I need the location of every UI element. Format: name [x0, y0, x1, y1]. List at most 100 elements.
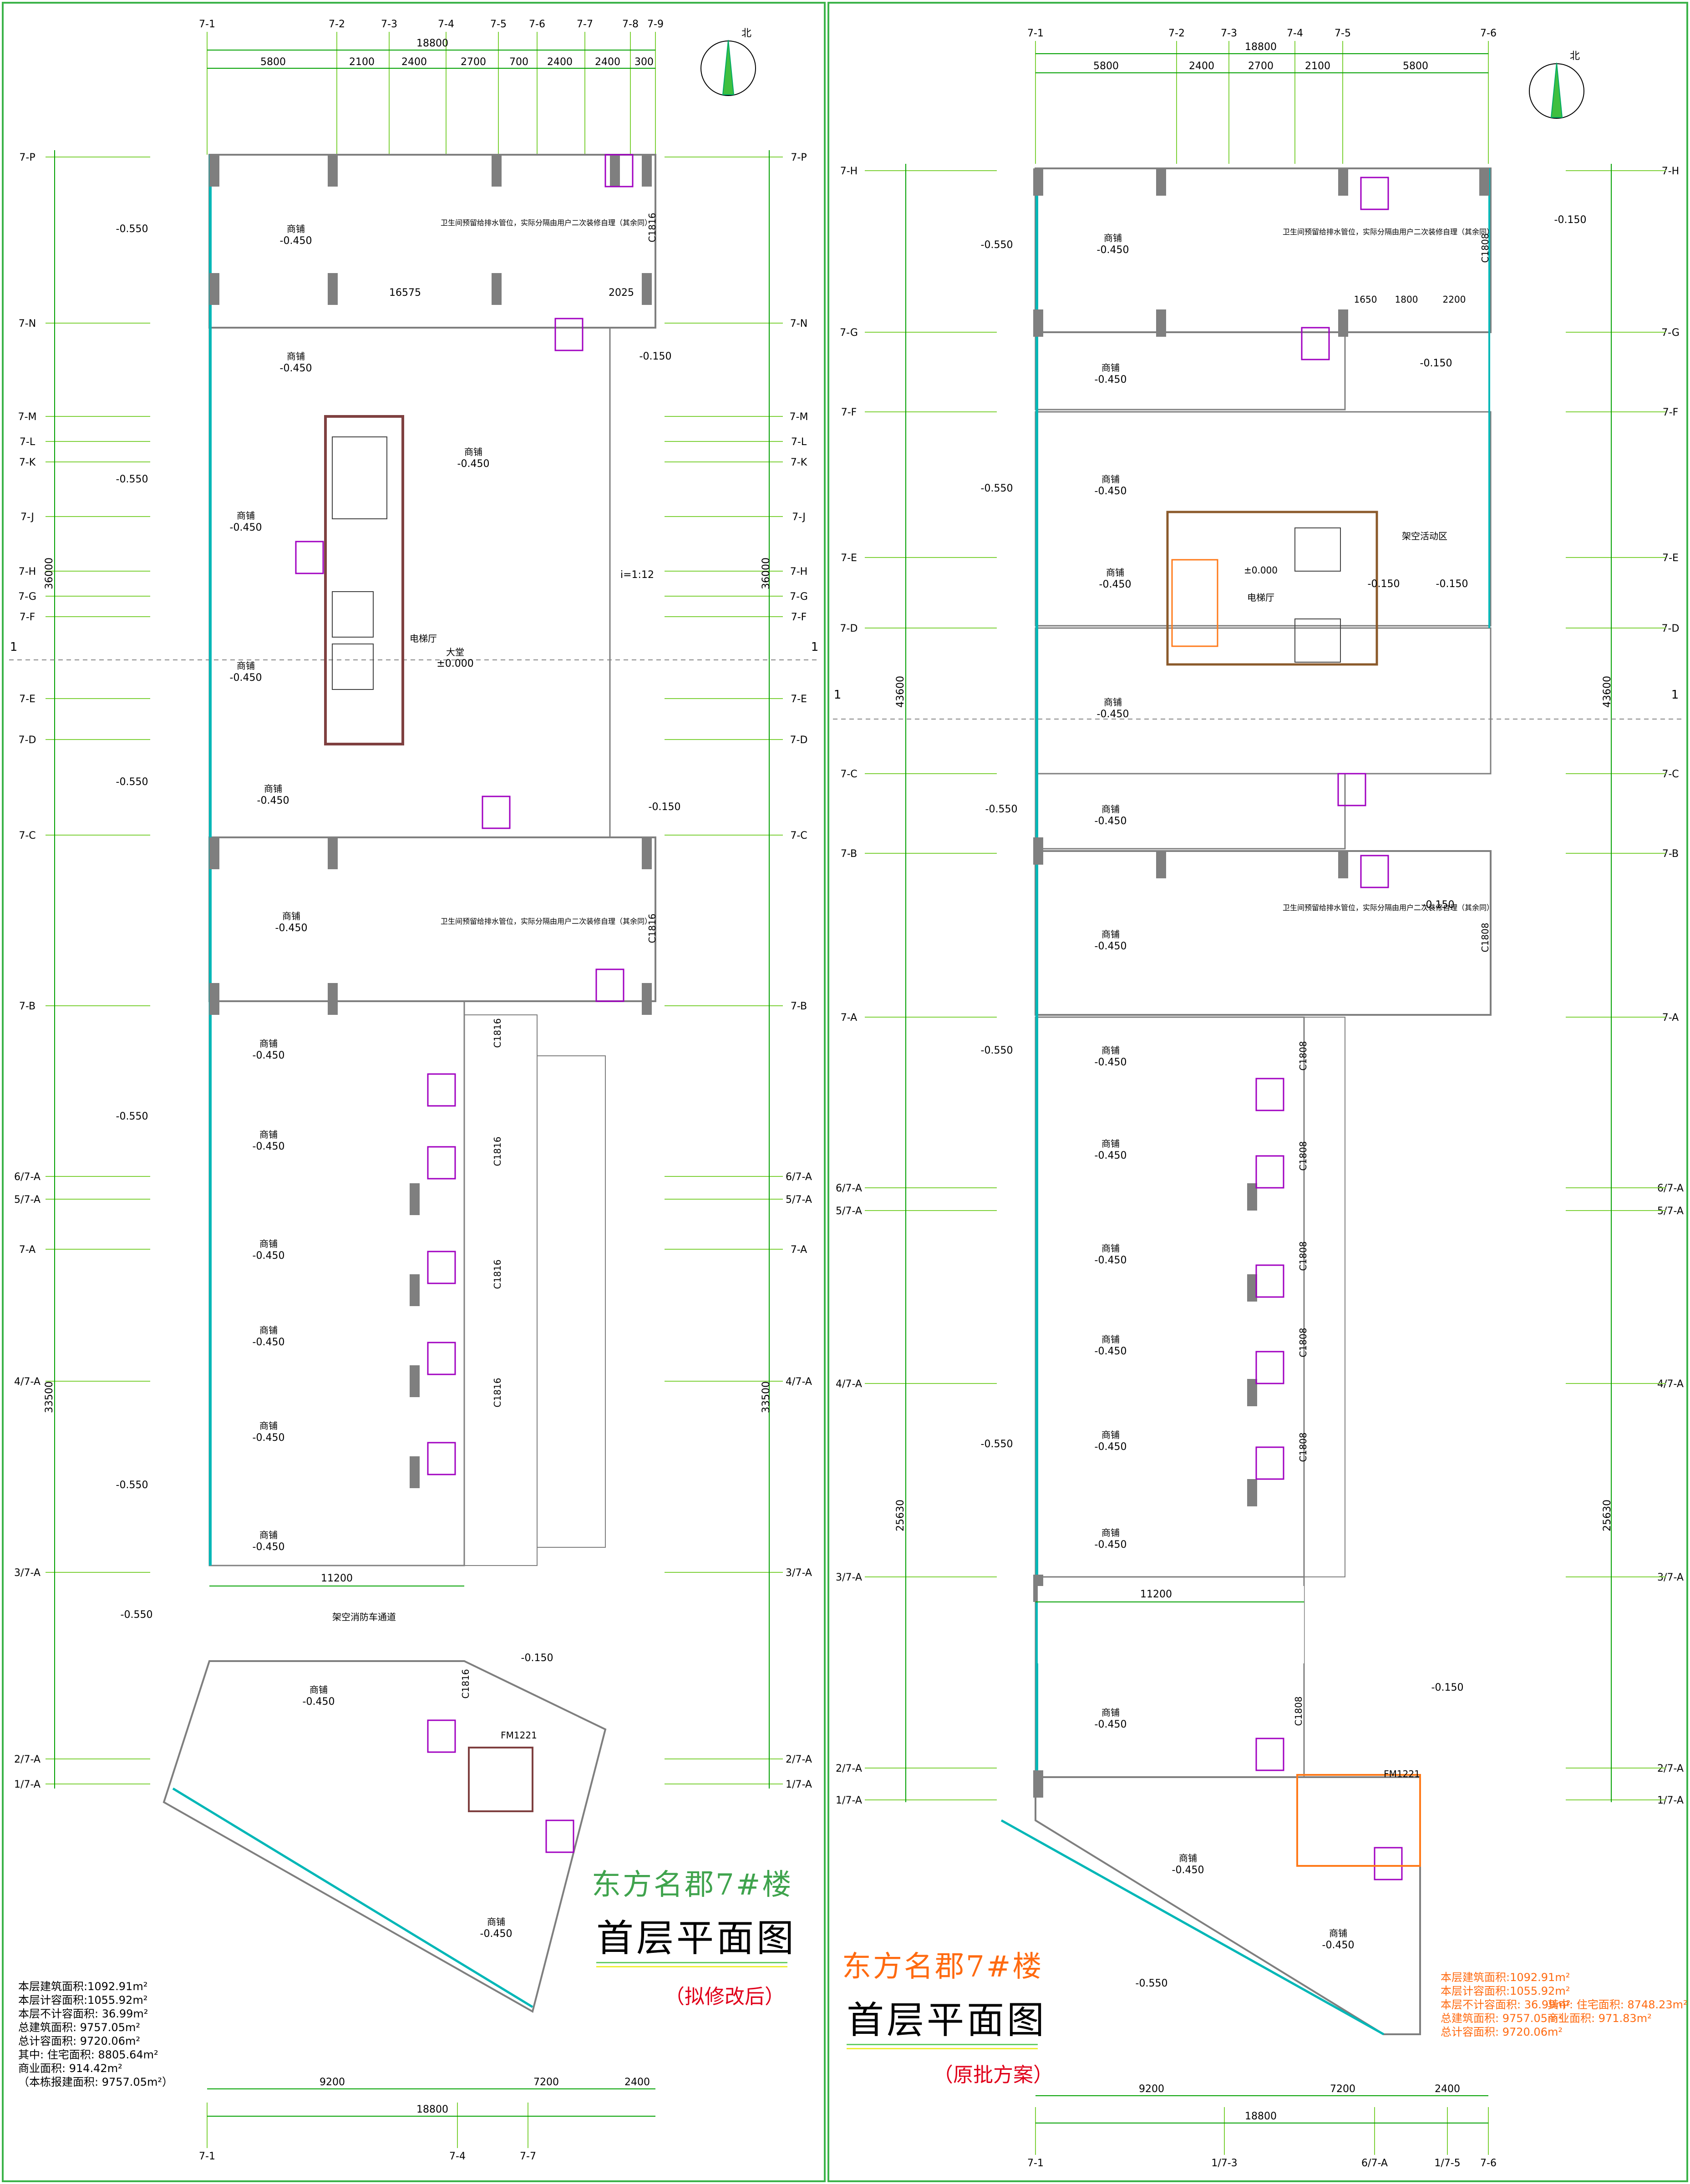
- outdoor-elevation-2: -0.150: [1368, 578, 1400, 590]
- room-label: 商铺: [259, 1129, 278, 1140]
- south-stair: [1296, 1774, 1421, 1867]
- outdoor-elevation: -0.550: [981, 1439, 1013, 1450]
- dim-top: 2100: [349, 56, 375, 68]
- toilet-block: [427, 1342, 456, 1375]
- dim-side-lower: 25630: [895, 1500, 906, 1531]
- right-area-line: 本层不计容面积: 36.99m²: [1441, 1998, 1571, 2011]
- room-elevation: -0.450: [1322, 1940, 1355, 1951]
- wall-column: [410, 1365, 420, 1397]
- wall-column: [209, 155, 219, 187]
- axis-bubble-top: 7-9: [647, 19, 664, 30]
- axis-bubble-left: 7-M: [18, 411, 37, 423]
- room-elevation: -0.450: [275, 922, 308, 934]
- toilet-block: [1337, 773, 1366, 806]
- axis-bubble-left: 7-K: [19, 457, 36, 468]
- right-area-line: 本层建筑面积:1092.91m²: [1441, 1971, 1570, 1984]
- axis-bubble-left: 7-A: [841, 1012, 858, 1024]
- ramp-slope: i=1:12: [620, 569, 654, 581]
- outdoor-elevation-2: -0.150: [521, 1652, 553, 1664]
- dim-side-total-right: 43600: [1602, 676, 1613, 708]
- south-wedge-outline: [1035, 1776, 1421, 2035]
- left-project-name: 东方名郡7#楼: [592, 1868, 793, 1902]
- axis-bubble-top: 7-3: [1221, 28, 1237, 39]
- axis-bubble-bottom: 7-7: [520, 2151, 536, 2162]
- wall-column: [1033, 837, 1043, 865]
- axis-bubble-right: 7-K: [791, 457, 807, 468]
- room-label: 商铺: [259, 1038, 278, 1049]
- room-label: 商铺: [487, 1916, 505, 1927]
- room-elevation: -0.450: [1095, 1441, 1127, 1453]
- right-area-line: 总计容面积: 9720.06m²: [1441, 2026, 1563, 2038]
- toilet-block: [545, 1819, 574, 1853]
- north-arrow-icon: [1550, 62, 1563, 118]
- activity-label: 架空活动区: [1402, 531, 1447, 542]
- corridor: [1304, 1017, 1345, 1577]
- stair-flight: [332, 436, 387, 519]
- axis-bubble-right: 7-B: [791, 1001, 807, 1012]
- wall-column: [1247, 1183, 1257, 1211]
- axis-bubble-right: 7-J: [792, 512, 806, 523]
- room-elevation: -0.450: [253, 1432, 285, 1444]
- stair-flight: [1171, 559, 1218, 647]
- outdoor-elevation-2: -0.150: [1431, 1682, 1464, 1693]
- axis-bubble-left: 1/7-A: [14, 1779, 41, 1790]
- dim-inner: 1800: [1395, 294, 1418, 305]
- right-title-block: 东方名郡7#楼 首层平面图 （原批方案）: [842, 1943, 1097, 2088]
- stair-label: FM1221: [1384, 1768, 1420, 1779]
- right-drawing-title: 首层平面图: [847, 1999, 1047, 2042]
- room-label: 商铺: [264, 783, 282, 794]
- axis-bubble-left: 7-L: [20, 436, 36, 448]
- axis-bubble-left: 7-A: [19, 1244, 36, 1256]
- axis-bubble-left: 2/7-A: [14, 1754, 41, 1765]
- room-elevation: -0.450: [1097, 244, 1129, 256]
- room-elevation: -0.450: [253, 1337, 285, 1348]
- window-tag: C1816: [492, 1260, 503, 1289]
- axis-bubble-left: 7-H: [19, 566, 36, 578]
- room-elevation: -0.450: [1095, 1539, 1127, 1551]
- room-elevation: -0.450: [1172, 1865, 1204, 1876]
- axis-bubble-left: 7-N: [19, 318, 36, 329]
- axis-bubble-right: 7-D: [1662, 623, 1680, 634]
- note-tag: 卫生间预留给排水管位，实际分隔由用户二次装修自理（其余同）: [1283, 903, 1494, 912]
- window-tag: C1816: [647, 914, 658, 943]
- axis-bubble-top: 7-6: [529, 19, 545, 30]
- axis-bubble-right: 7-G: [1661, 327, 1680, 339]
- axis-bubble-left: 7-B: [19, 1001, 36, 1012]
- axis-bubble-right: 6/7-A: [1657, 1183, 1684, 1194]
- left-area-line: 其中: 住宅面积: 8805.64m²: [18, 2048, 158, 2061]
- dim-inner: 16575: [389, 287, 421, 299]
- axis-bubble-right: 2/7-A: [786, 1754, 812, 1765]
- toilet-block: [1255, 1264, 1284, 1298]
- toilet-block: [595, 968, 624, 1002]
- axis-bubble-left: 4/7-A: [14, 1376, 41, 1388]
- room-label: 商铺: [1106, 567, 1124, 578]
- dim-bottom-total: 18800: [416, 2104, 448, 2115]
- axis-bubble-right: 4/7-A: [1657, 1378, 1684, 1390]
- wall-column: [1338, 168, 1348, 196]
- elevator-shaft: [332, 644, 374, 690]
- left-drawing-title: 首层平面图: [596, 1917, 797, 1960]
- right-area-extra-line: 商业面积: 971.83m²: [1548, 2012, 1652, 2025]
- right-project-name: 东方名郡7#楼: [842, 1950, 1044, 1984]
- north-arrow-icon: [722, 40, 735, 95]
- window-tag: C1816: [460, 1669, 471, 1699]
- wall-column: [1479, 168, 1489, 196]
- room-label: 商铺: [237, 510, 255, 521]
- wall-column: [410, 1274, 420, 1306]
- elevator-hall-label: 电梯厅: [1247, 592, 1274, 603]
- fire-lane-label: 架空消防车通道: [332, 1611, 396, 1622]
- toilet-block: [427, 1442, 456, 1475]
- left-panel-frame: [2, 2, 826, 2182]
- note-tag: 卫生间预留给排水管位，实际分隔由用户二次装修自理（其余同）: [441, 917, 652, 926]
- room-label: 商铺: [1101, 1527, 1120, 1538]
- outdoor-elevation: -0.550: [116, 1480, 148, 1491]
- room-label: 商铺: [237, 660, 255, 671]
- axis-bubble-right: 7-B: [1662, 848, 1679, 860]
- room-elevation: -0.450: [253, 1050, 285, 1061]
- room-elevation: -0.450: [253, 1541, 285, 1553]
- room-elevation: -0.450: [1095, 486, 1127, 497]
- section-mark: 1: [1671, 688, 1679, 702]
